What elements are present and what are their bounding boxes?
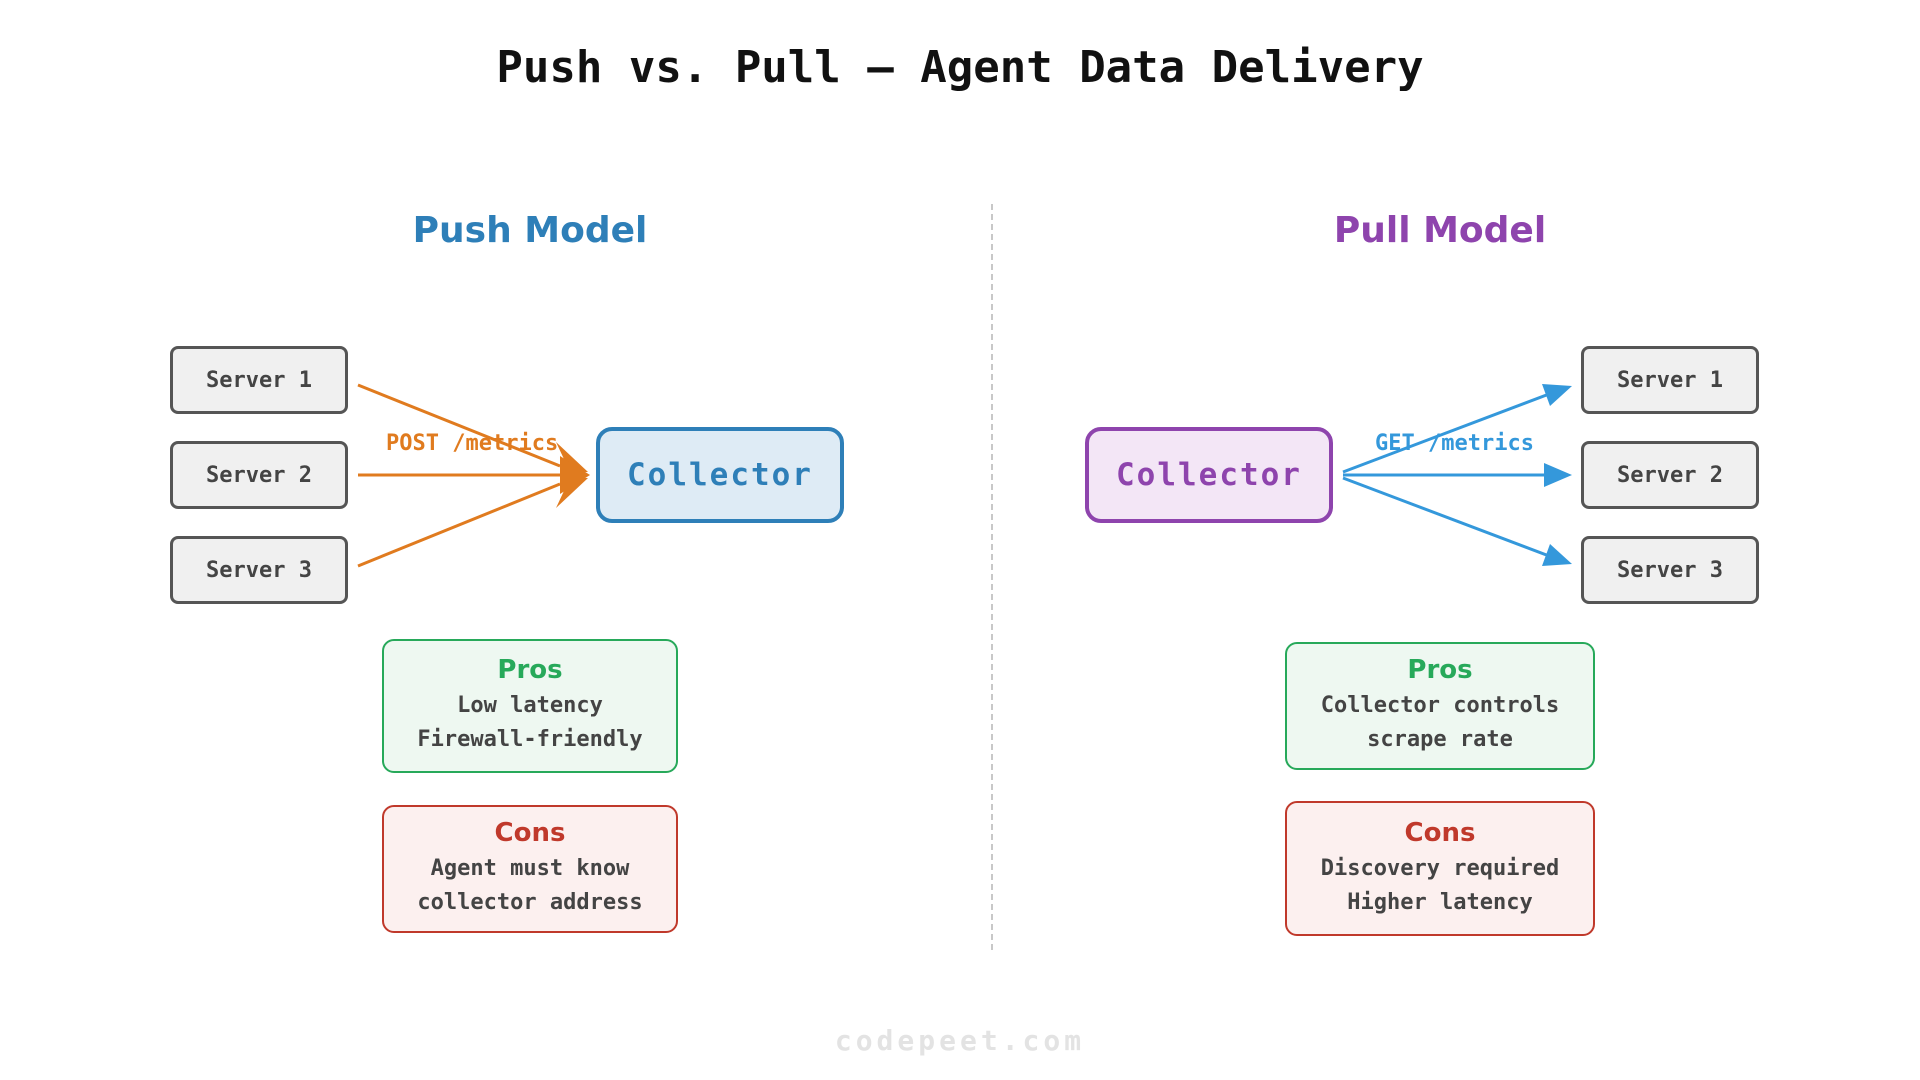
pull-arrowhead-1 — [1542, 384, 1572, 406]
push-server-2: Server 2 — [170, 441, 348, 509]
pull-model-heading: Pull Model — [1333, 210, 1547, 251]
push-arrow-server-3 — [357, 482, 561, 568]
pull-arrowhead-3 — [1542, 544, 1572, 566]
push-pros-heading: Pros — [497, 655, 563, 685]
push-collector: Collector — [596, 427, 844, 523]
pull-server-1: Server 1 — [1581, 346, 1759, 414]
pull-cons-box: Cons Discovery required Higher latency — [1285, 801, 1595, 936]
pull-cons-heading: Cons — [1404, 817, 1476, 848]
push-model-heading: Push Model — [412, 210, 648, 251]
section-divider — [991, 204, 993, 950]
push-cons-box: Cons Agent must know collector address — [382, 805, 678, 933]
pull-edge-label: GET /metrics — [1375, 431, 1534, 456]
push-cons-line-1: Agent must know — [430, 856, 630, 881]
push-pros-box: Pros Low latency Firewall-friendly — [382, 639, 678, 773]
pull-arrow-server-3 — [1342, 476, 1566, 564]
pull-pros-box: Pros Collector controls scrape rate — [1285, 642, 1595, 770]
pull-arrow-server-1 — [1342, 386, 1566, 474]
footer-watermark: codepeet.com — [834, 1024, 1086, 1057]
push-cons-line-2: collector address — [417, 890, 643, 915]
push-server-1: Server 1 — [170, 346, 348, 414]
diagram-title: Push vs. Pull — Agent Data Delivery — [496, 42, 1424, 93]
pull-arrowhead-2 — [1544, 463, 1572, 487]
pull-cons-line-1: Discovery required — [1320, 855, 1560, 881]
pull-cons-line-2: Higher latency — [1347, 889, 1533, 915]
pull-server-3: Server 3 — [1581, 536, 1759, 604]
push-arrowhead-3 — [556, 478, 588, 508]
push-pros-line-1: Low latency — [457, 693, 603, 718]
push-arrowhead-1 — [556, 442, 588, 472]
pull-pros-heading: Pros — [1407, 655, 1473, 685]
push-cons-heading: Cons — [494, 818, 566, 848]
push-edge-label: POST /metrics — [386, 431, 558, 456]
pull-pros-line-2: scrape rate — [1367, 727, 1513, 752]
push-server-3: Server 3 — [170, 536, 348, 604]
pull-pros-line-1: Collector controls — [1320, 693, 1560, 718]
push-pros-line-2: Firewall-friendly — [417, 727, 643, 752]
pull-collector: Collector — [1085, 427, 1333, 523]
push-arrow-server-1 — [357, 383, 561, 468]
pull-server-2: Server 2 — [1581, 441, 1759, 509]
